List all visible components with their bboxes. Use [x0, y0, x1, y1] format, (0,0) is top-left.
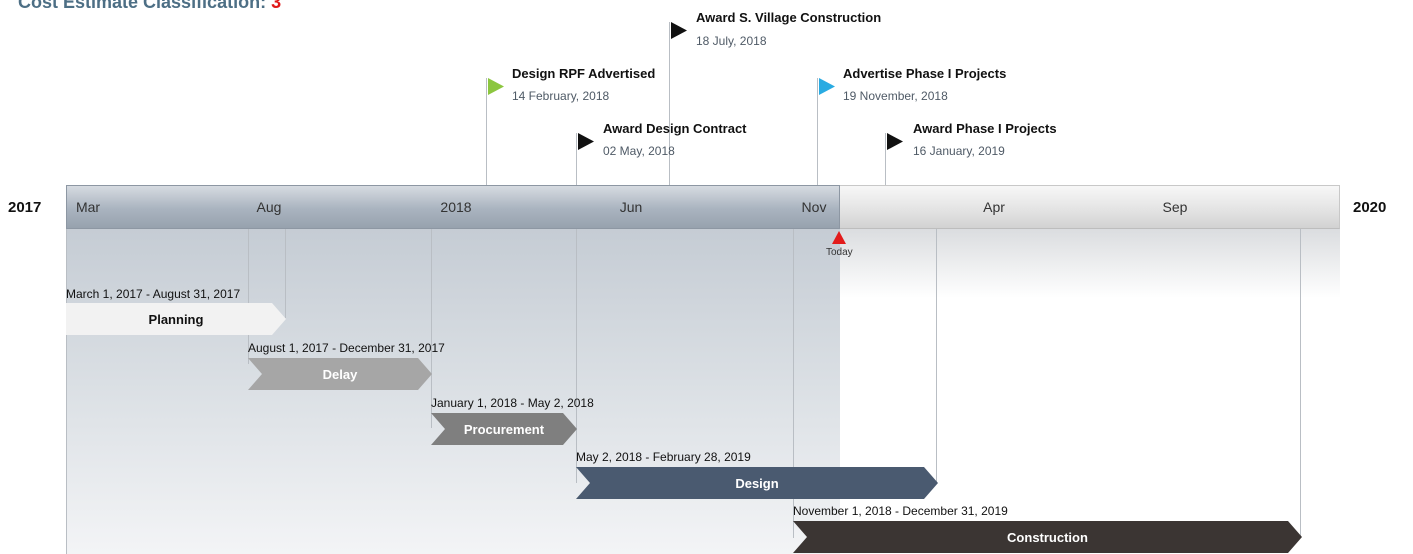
end-year-label: 2020: [1353, 199, 1387, 216]
flag-shape: [819, 78, 835, 95]
task-guide-line: [1300, 228, 1301, 538]
flag-shape: [488, 78, 504, 95]
today-marker-icon: [832, 231, 846, 244]
task-label: Planning: [148, 311, 204, 327]
timeline-bar-future: [840, 185, 1340, 229]
milestone-pole: [817, 78, 818, 185]
flag-shape: [578, 133, 594, 150]
classification-value: 3: [271, 0, 282, 12]
task-guide-line: [576, 228, 577, 483]
task-guide-line: [793, 228, 794, 538]
axis-label: Sep: [1162, 199, 1188, 215]
title-text: Cost Estimate Classification:: [18, 0, 267, 12]
task-guide-line: [285, 228, 286, 318]
timeline-bar-elapsed: [66, 185, 840, 229]
axis-label: Nov: [801, 199, 827, 215]
milestone-title: Design RPF Advertised: [512, 66, 656, 81]
milestone-pole: [576, 133, 577, 185]
axis-label: Aug: [256, 199, 282, 215]
axis-label: Mar: [75, 199, 101, 215]
milestone-title: Advertise Phase I Projects: [843, 66, 1007, 81]
task-date-range: November 1, 2018 - December 31, 2019: [793, 504, 1008, 518]
task-label: Procurement: [463, 421, 545, 437]
milestone-pole: [669, 22, 670, 185]
milestone-date: 16 January, 2019: [913, 144, 1005, 158]
task-bar-delay: Delay: [248, 358, 432, 390]
flag-icon: [488, 78, 504, 95]
axis-label: 2018: [440, 199, 472, 215]
task-guide-line: [431, 228, 432, 428]
milestone-date: 18 July, 2018: [696, 34, 767, 48]
start-year-label: 2017: [8, 199, 42, 216]
task-label: Construction: [1007, 529, 1088, 545]
task-date-range: January 1, 2018 - May 2, 2018: [431, 396, 594, 410]
task-bar-planning: Planning: [66, 303, 286, 335]
flag-icon: [887, 133, 903, 150]
milestone-title: Award S. Village Construction: [696, 10, 882, 25]
task-label: Delay: [322, 366, 358, 382]
milestone-title: Award Phase I Projects: [913, 121, 1057, 136]
milestone-date: 02 May, 2018: [603, 144, 675, 158]
task-bar-design: Design: [576, 467, 938, 499]
milestone-pole: [486, 78, 487, 185]
milestone-date: 14 February, 2018: [512, 89, 610, 103]
future-area: [840, 228, 1340, 298]
today-label: Today: [826, 247, 853, 258]
task-date-range: May 2, 2018 - February 28, 2019: [576, 450, 751, 464]
task-date-range: March 1, 2017 - August 31, 2017: [66, 287, 241, 301]
page-title: Cost Estimate Classification: 3: [18, 0, 281, 13]
axis-label: Apr: [983, 199, 1005, 215]
flag-icon: [578, 133, 594, 150]
task-bar-procurement: Procurement: [431, 413, 577, 445]
elapsed-area: [66, 228, 840, 554]
task-guide-line: [248, 228, 249, 364]
task-label: Design: [735, 475, 779, 491]
task-guide-line: [66, 228, 67, 554]
task-bar-construction: Construction: [793, 521, 1302, 553]
milestone-pole: [885, 133, 886, 185]
flag-icon: [819, 78, 835, 95]
task-date-range: August 1, 2017 - December 31, 2017: [248, 341, 445, 355]
milestone-date: 19 November, 2018: [843, 89, 948, 103]
flag-shape: [887, 133, 903, 150]
flag-icon: [671, 22, 687, 39]
task-guide-line: [936, 228, 937, 483]
flag-shape: [671, 22, 687, 39]
axis-label: Jun: [619, 199, 643, 215]
milestone-title: Award Design Contract: [603, 121, 747, 136]
